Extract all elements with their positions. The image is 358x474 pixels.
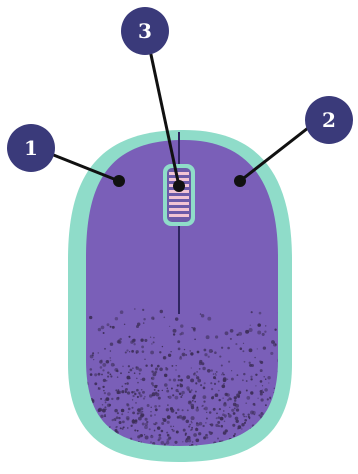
left-button-marker[interactable] xyxy=(113,175,125,187)
callout-3-number: 3 xyxy=(138,19,152,43)
callout-2-number: 2 xyxy=(322,108,336,132)
right-button-marker[interactable] xyxy=(234,175,246,187)
callout-3: 3 xyxy=(121,7,169,55)
callout-1: 1 xyxy=(7,124,55,172)
scroll-wheel[interactable] xyxy=(163,164,195,226)
callout-1-number: 1 xyxy=(24,136,38,160)
scroll-wheel-marker[interactable] xyxy=(173,180,185,192)
callout-2: 2 xyxy=(305,96,353,144)
